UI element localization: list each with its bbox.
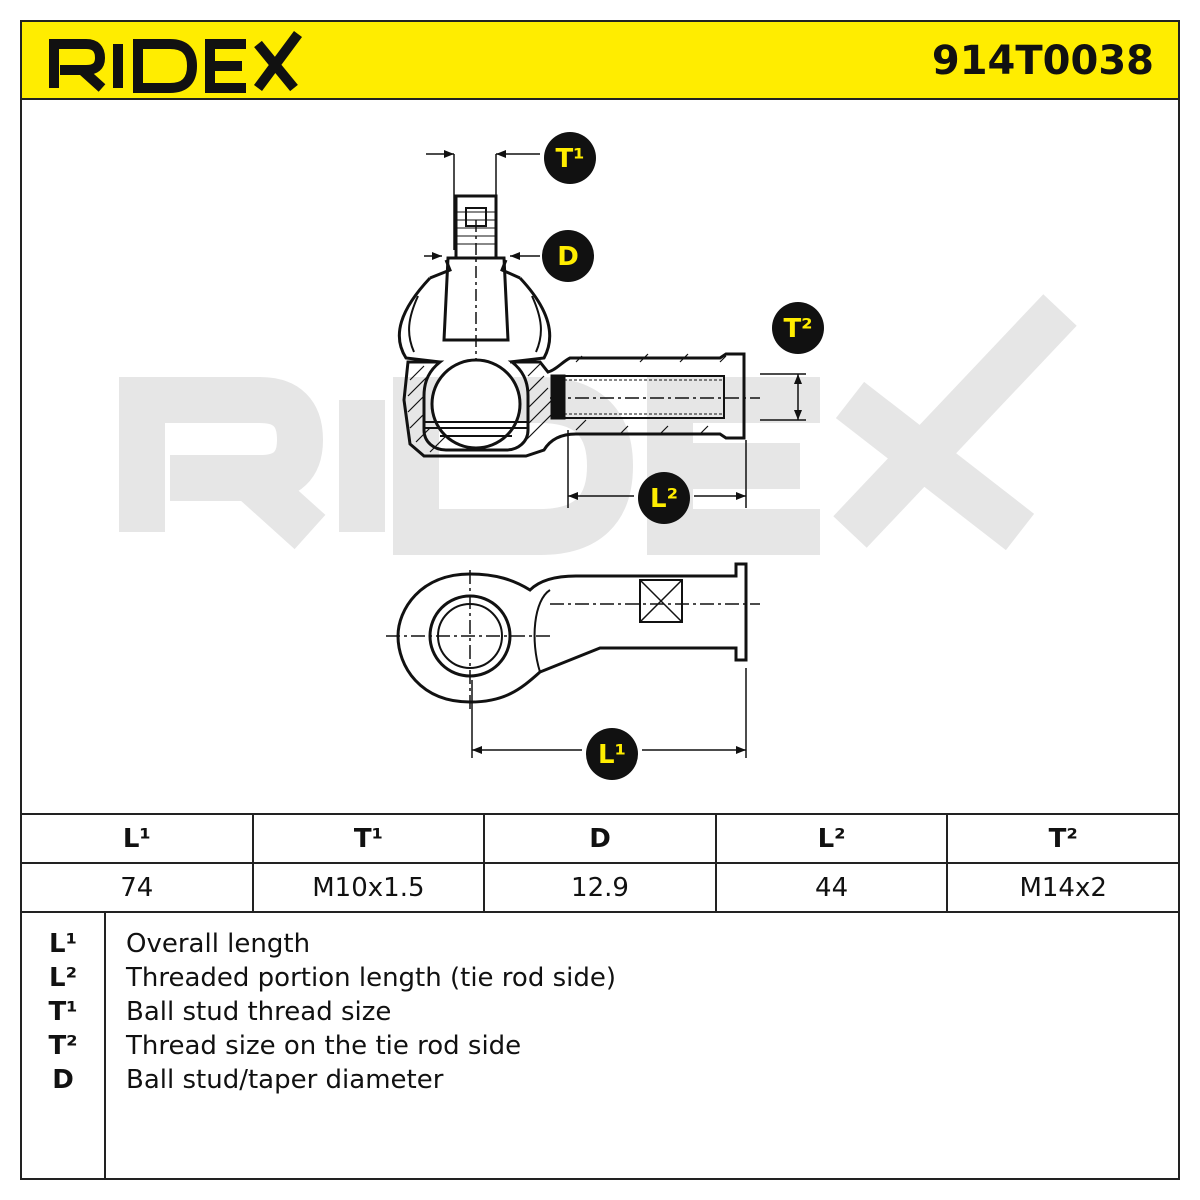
- legend-desc: Ball stud thread size: [126, 997, 392, 1027]
- legend-desc: Thread size on the tie rod side: [126, 1031, 522, 1061]
- spec-header-t2: T²: [946, 813, 1180, 864]
- legend-item: L¹ Overall length: [22, 929, 1122, 963]
- legend-divider: [104, 913, 106, 1178]
- spec-value-row: 74 M10x1.5 12.9 44 M14x2: [20, 862, 1180, 913]
- label-l1-text: L¹: [598, 740, 626, 770]
- legend-item: D Ball stud/taper diameter: [22, 1065, 1122, 1099]
- label-t1: T¹: [544, 132, 596, 184]
- spec-value-l1: 74: [20, 862, 254, 913]
- watermark-logo: [119, 294, 1077, 555]
- spec-header-d: D: [483, 813, 717, 864]
- legend-item: T¹ Ball stud thread size: [22, 997, 1122, 1031]
- spec-value-l2: 44: [714, 862, 949, 913]
- legend-desc: Overall length: [126, 929, 311, 959]
- label-t2-text: T²: [783, 314, 812, 344]
- legend-item: L² Threaded portion length (tie rod side…: [22, 963, 1122, 997]
- label-l1: L¹: [586, 728, 638, 780]
- label-t1-text: T¹: [555, 144, 584, 174]
- spec-table: L¹ T¹ D L² T² 74 M10x1.5 12.9 44 M14x2: [20, 813, 1180, 913]
- label-t2: T²: [772, 302, 824, 354]
- legend-item: T² Thread size on the tie rod side: [22, 1031, 1122, 1065]
- plan-view: [386, 562, 760, 758]
- label-l2-text: L²: [650, 484, 678, 514]
- technical-drawing: T¹ D T² L² L¹: [20, 100, 1180, 814]
- spec-header-l1: L¹: [20, 813, 254, 864]
- spec-header-l2: L²: [714, 813, 949, 864]
- spec-header-t1: T¹: [251, 813, 486, 864]
- legend-key: L¹: [49, 929, 77, 959]
- legend-key: T²: [48, 1031, 78, 1061]
- label-l2: L²: [638, 472, 690, 524]
- label-d-text: D: [557, 242, 579, 272]
- legend-key: L²: [49, 963, 77, 993]
- label-d: D: [542, 230, 594, 282]
- spec-value-d: 12.9: [483, 862, 717, 913]
- spec-value-t2: M14x2: [946, 862, 1180, 913]
- legend-desc: Threaded portion length (tie rod side): [126, 963, 617, 993]
- legend-key: T¹: [48, 997, 78, 1027]
- brand-logo: [46, 30, 306, 98]
- side-view: [397, 150, 806, 508]
- legend: L¹ Overall length L² Threaded portion le…: [20, 911, 1180, 1180]
- header-bar: 914T0038: [20, 20, 1180, 100]
- spec-value-t1: M10x1.5: [251, 862, 486, 913]
- legend-desc: Ball stud/taper diameter: [126, 1065, 444, 1095]
- legend-key: D: [52, 1065, 74, 1095]
- part-number: 914T0038: [931, 38, 1154, 84]
- spec-header-row: L¹ T¹ D L² T²: [20, 813, 1180, 864]
